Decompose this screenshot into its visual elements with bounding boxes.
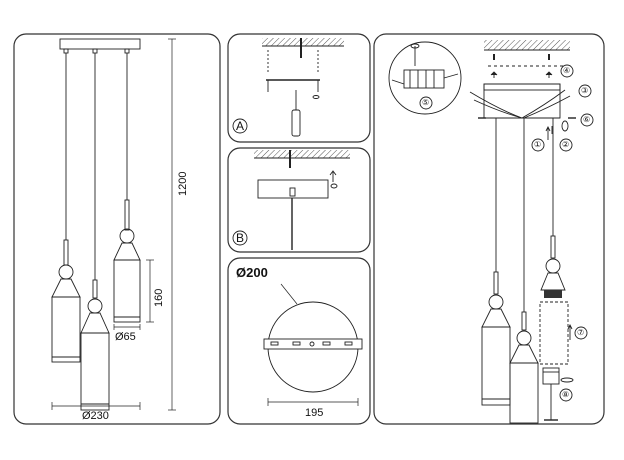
panel-dimensions [13, 33, 221, 425]
panel-a-drilling [227, 33, 371, 143]
shade-height-label: 160 [153, 288, 165, 307]
bar-length-label: 195 [305, 407, 324, 419]
canopy-diameter-label: Ø200 [236, 265, 268, 280]
total-height-label: 1200 [177, 171, 189, 196]
step-7-label: ⑦ [577, 328, 585, 337]
panel-b-label: B [236, 231, 245, 245]
panel-a-label: A [236, 119, 245, 133]
shade-diameter-label: Ø65 [115, 331, 136, 343]
panel-b-mounting [227, 147, 371, 253]
spread-label: Ø230 [82, 410, 109, 422]
step-3-label: ③ [581, 86, 589, 95]
panel-assembly [373, 33, 605, 425]
step-8-label: ⑧ [562, 390, 570, 399]
step-4-label: ④ [563, 66, 571, 75]
step-2-label: ② [562, 140, 570, 149]
panel-canopy [227, 257, 371, 425]
step-1-label: ① [534, 140, 542, 149]
step-5-label: ⑤ [422, 98, 430, 107]
step-6-label: ⑥ [583, 115, 591, 124]
